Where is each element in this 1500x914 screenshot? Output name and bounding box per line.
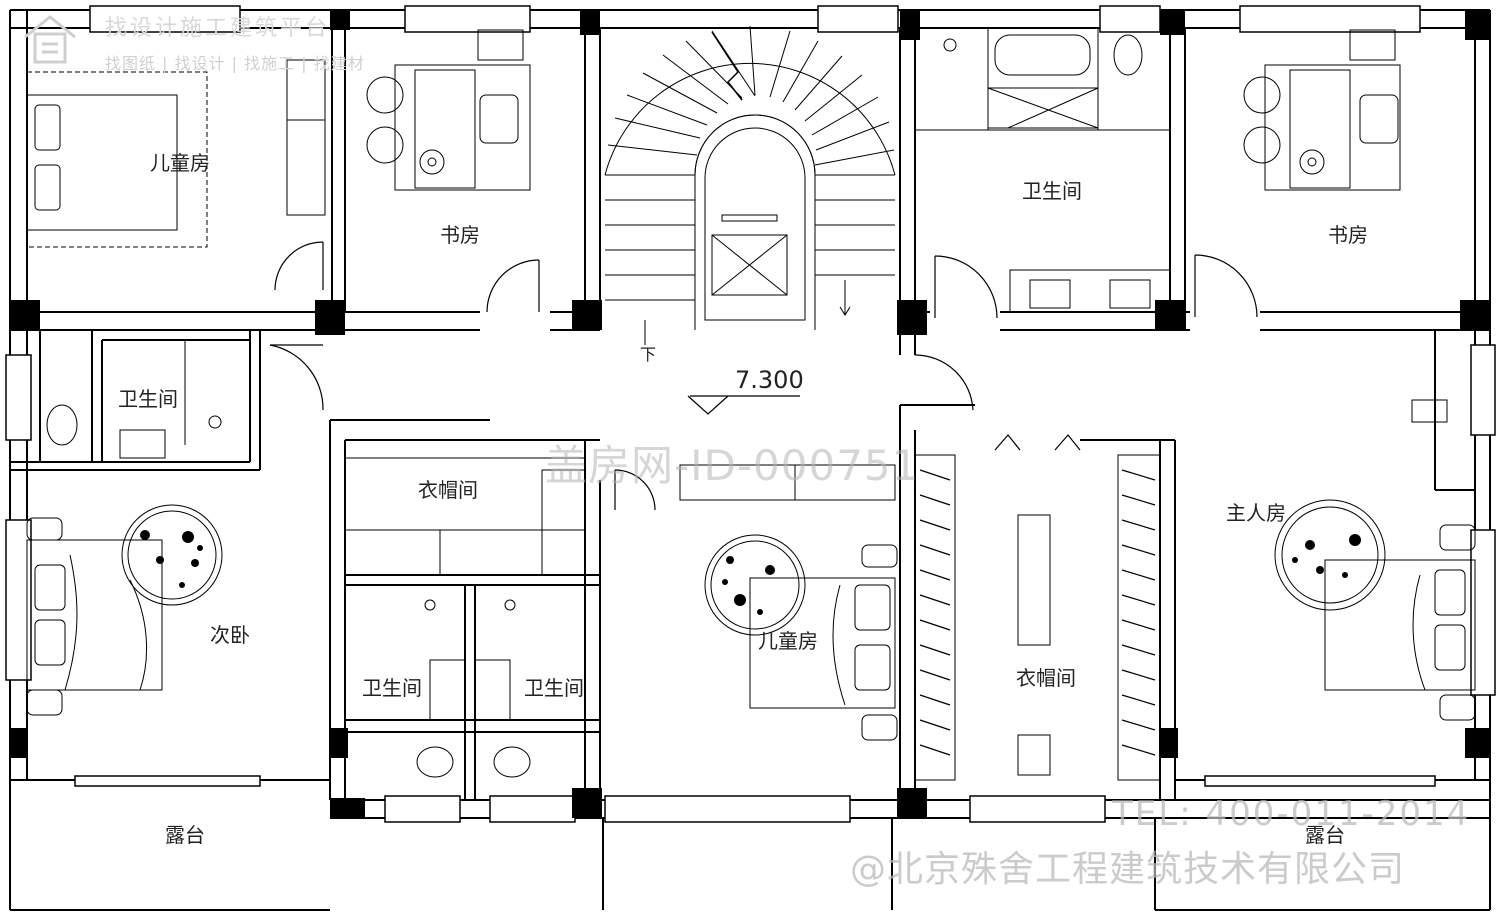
doors xyxy=(269,241,1258,511)
rug-dots xyxy=(140,530,1361,615)
structural-columns xyxy=(10,10,1490,818)
room-label-bath-b: 卫生间 xyxy=(524,676,584,700)
room-label-study-2: 书房 xyxy=(1328,223,1368,247)
watermark-id: 盖房网-ID-000751 xyxy=(545,441,920,490)
room-label-bath-top: 卫生间 xyxy=(1022,179,1082,203)
watermark-links: 找图纸 | 找设计 | 找施工 | 找建材 xyxy=(105,54,365,73)
room-label-kids-2: 儿童房 xyxy=(758,629,818,653)
room-label-second-bedroom: 次卧 xyxy=(210,623,250,647)
window-openings xyxy=(5,5,1496,823)
watermark-title: 找设计施工建筑平台 xyxy=(105,16,331,41)
room-label-bath-left: 卫生间 xyxy=(118,387,178,411)
stair-down-label: 下 xyxy=(640,345,656,364)
room-label-bath-a: 卫生间 xyxy=(362,676,422,700)
furniture xyxy=(26,27,1476,781)
room-label-terrace-right: 露台 xyxy=(1305,823,1345,847)
room-label-closet-mid: 衣帽间 xyxy=(418,478,478,502)
room-label-master: 主人房 xyxy=(1226,501,1286,525)
elevation-symbol xyxy=(687,395,800,415)
room-label-closet-right: 衣帽间 xyxy=(1016,666,1076,690)
room-label-kids-1: 儿童房 xyxy=(150,151,210,175)
closet-hangers xyxy=(919,469,1156,756)
room-label-terrace-left: 露台 xyxy=(165,823,205,847)
staircase xyxy=(604,25,896,345)
labels: 儿童房 书房 卫生间 书房 卫生间 衣帽间 主人房 次卧 卫生间 卫生间 儿童房… xyxy=(118,151,1368,847)
brand-logo xyxy=(24,15,76,64)
watermark-company: @北京殊舍工程建筑技术有限公司 xyxy=(850,849,1406,890)
elevation-mark: 7.300 xyxy=(735,366,804,394)
watermark-tel: TEL: 400-011-2014 xyxy=(1112,794,1471,834)
room-label-study-1: 书房 xyxy=(440,223,480,247)
